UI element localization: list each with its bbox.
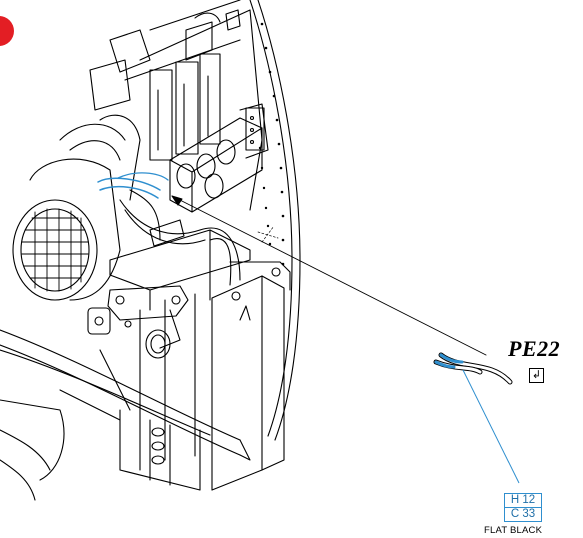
pe22-hose-part [433, 352, 513, 385]
hue-code: H 12 [505, 494, 541, 508]
paint-code-box: H 12 C 33 [504, 493, 542, 522]
part-code-label: PE22 [508, 336, 561, 361]
step-badge [0, 16, 14, 46]
color-leader-line [462, 369, 520, 484]
return-arrow-icon: ↲ [529, 368, 544, 383]
paint-finish-label: FLAT BLACK [484, 525, 543, 536]
chroma-code: C 33 [510, 508, 536, 520]
